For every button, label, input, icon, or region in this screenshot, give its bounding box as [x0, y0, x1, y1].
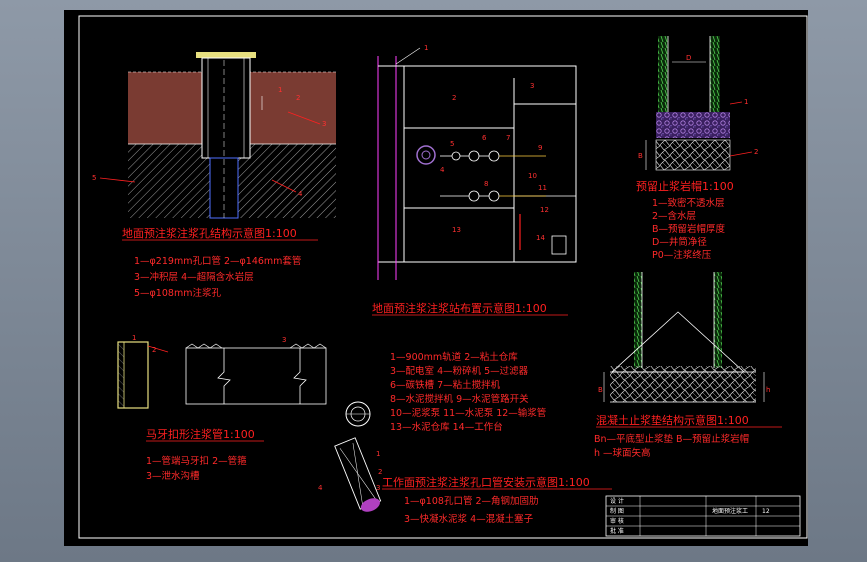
drill-label-1: 1: [278, 86, 282, 94]
layout-label-2: 2: [452, 94, 456, 102]
drill-hole-diagram: 1 2 3 4 5 地面预注浆注浆孔结构示意图1:100 1—φ219mm孔口管…: [92, 52, 336, 299]
cap-legend-4: D—井筒净径: [652, 236, 707, 248]
pad-legend-1: Bn—平底型止浆垫 B—预留止浆岩帽: [594, 433, 749, 445]
layout-label-8: 8: [484, 180, 488, 188]
layout-legend-4: 8—水泥搅拌机 9—水泥管路开关: [390, 393, 529, 405]
layout-label-3: 3: [530, 82, 534, 90]
drill-label-5: 5: [92, 174, 96, 182]
cap-title: 预留止浆岩帽1:100: [636, 179, 734, 193]
drill-legend-2: 3—冲积层 4—超隔含水岩层: [134, 271, 254, 283]
pipe-body: [185, 347, 327, 405]
install-label-3: 3: [376, 484, 380, 492]
cap-label-2: 2: [754, 148, 758, 156]
install-label-2: 2: [378, 468, 382, 476]
cap-label-b: B: [638, 152, 643, 160]
rock-cap-diagram: D B 1 2 预留止浆岩帽1:100 1—致密不透水层 2—含水层 B—预留岩…: [636, 36, 758, 261]
cap-label-d: D: [686, 54, 691, 62]
crusher-symbol: [416, 145, 436, 165]
pipe-label-2: 2: [152, 346, 156, 354]
title-row-1: 设 计: [610, 497, 624, 505]
pad-title: 混凝土止浆垫结构示意图1:100: [596, 413, 749, 427]
title-code: 12: [762, 508, 770, 515]
pipe-label-3: 3: [282, 336, 286, 344]
pad-label-b: B: [598, 386, 603, 394]
cap-rock-layer: [656, 112, 730, 138]
cap-legend-3: B—预留岩帽厚度: [652, 223, 726, 235]
title-row-3: 审 核: [610, 517, 624, 525]
layout-label-9: 9: [538, 144, 542, 152]
sheet-frame: [78, 15, 808, 539]
layout-label-5: 5: [450, 140, 454, 148]
drill-label-4: 4: [298, 190, 303, 198]
title-heading: 地面预注浆工: [712, 507, 748, 515]
pipe-legend-2: 3—泄水沟槽: [146, 470, 200, 482]
layout-legend-2: 3—配电室 4—粉碎机 5—过滤器: [390, 365, 529, 377]
pipe-title: 马牙扣形注浆管1:100: [146, 427, 255, 441]
layout-title: 地面预注浆注浆站布置示意图1:100: [372, 301, 547, 315]
cap-legend-1: 1—致密不透水层: [652, 197, 725, 209]
top-flange: [196, 52, 256, 58]
layout-label-6: 6: [482, 134, 487, 142]
cap-label-1: 1: [744, 98, 748, 106]
drill-legend-1: 1—φ219mm孔口管 2—φ146mm套管: [134, 255, 301, 267]
layout-legend-1: 1—900mm轨道 2—粘土仓库: [390, 351, 518, 363]
layout-label-14: 14: [536, 234, 545, 242]
layout-label-4: 4: [440, 166, 445, 174]
cad-drawing: 1 2 3 4 5 地面预注浆注浆孔结构示意图1:100 1—φ219mm孔口管…: [78, 15, 808, 539]
layout-label-11: 11: [538, 184, 547, 192]
station-outline: [377, 65, 577, 263]
layout-label-7: 7: [506, 134, 510, 142]
grout-pad-diagram: B h 混凝土止浆垫结构示意图1:100 Bn—平底型止浆垫 B—预留止浆岩帽 …: [594, 272, 782, 459]
pipe-label-1: 1: [132, 334, 136, 342]
drill-label-2: 2: [296, 94, 300, 102]
layout-legend-6: 13—水泥仓库 14—工作台: [390, 421, 503, 433]
layout-legend-3: 6—碳铁槽 7—粘土搅拌机: [390, 379, 501, 391]
layout-label-10: 10: [528, 172, 537, 180]
layout-label-1: 1: [424, 44, 428, 52]
install-label-4: 4: [318, 484, 323, 492]
pad-label-h: h: [766, 386, 770, 394]
install-legend-1: 1—φ108孔口管 2—角钢加固肋: [404, 495, 539, 507]
title-block: 设 计 制 图 审 核 批 准 地面预注浆工 12: [605, 495, 801, 537]
drill-title: 地面预注浆注浆孔结构示意图1:100: [122, 226, 297, 240]
layout-label-12: 12: [540, 206, 549, 214]
pipe-legend-1: 1—管端马牙扣 2—管箍: [146, 455, 247, 467]
title-row-2: 制 图: [610, 507, 624, 515]
casing-219: [201, 57, 251, 159]
pipe-install-diagram: 1 2 3 4 工作面预注浆注浆孔口管安装示意图1:100 1—φ108孔口管 …: [318, 401, 612, 525]
install-legend-2: 3—快凝水泥浆 4—混凝土塞子: [404, 513, 534, 525]
pad-body: [610, 366, 756, 402]
drawing-sheet: 1 2 3 4 5 地面预注浆注浆孔结构示意图1:100 1—φ219mm孔口管…: [64, 10, 808, 546]
grout-pipe-diagram: 1 2 3 马牙扣形注浆管1:100 1—管端马牙扣 2—管箍 3—泄水沟槽: [117, 334, 327, 482]
drill-legend-3: 5—φ108mm注浆孔: [134, 287, 221, 299]
cap-aquifer: [655, 139, 731, 171]
layout-label-13: 13: [452, 226, 461, 234]
station-layout-diagram: 1 2 3 4 5 6 7 8 9 10 11 12 13 14 地面预注浆注浆…: [372, 44, 577, 433]
layout-legend-5: 10—泥浆泵 11—水泥泵 12—输浆管: [390, 407, 546, 419]
install-label-1: 1: [376, 450, 380, 458]
cap-legend-2: 2—含水层: [652, 210, 696, 222]
pad-legend-2: h —球面矢高: [594, 447, 651, 459]
cap-legend-5: P0—注浆终压: [652, 249, 712, 261]
install-title: 工作面预注浆注浆孔口管安装示意图1:100: [382, 475, 590, 489]
title-row-4: 批 准: [610, 527, 624, 535]
drill-label-3: 3: [322, 120, 326, 128]
